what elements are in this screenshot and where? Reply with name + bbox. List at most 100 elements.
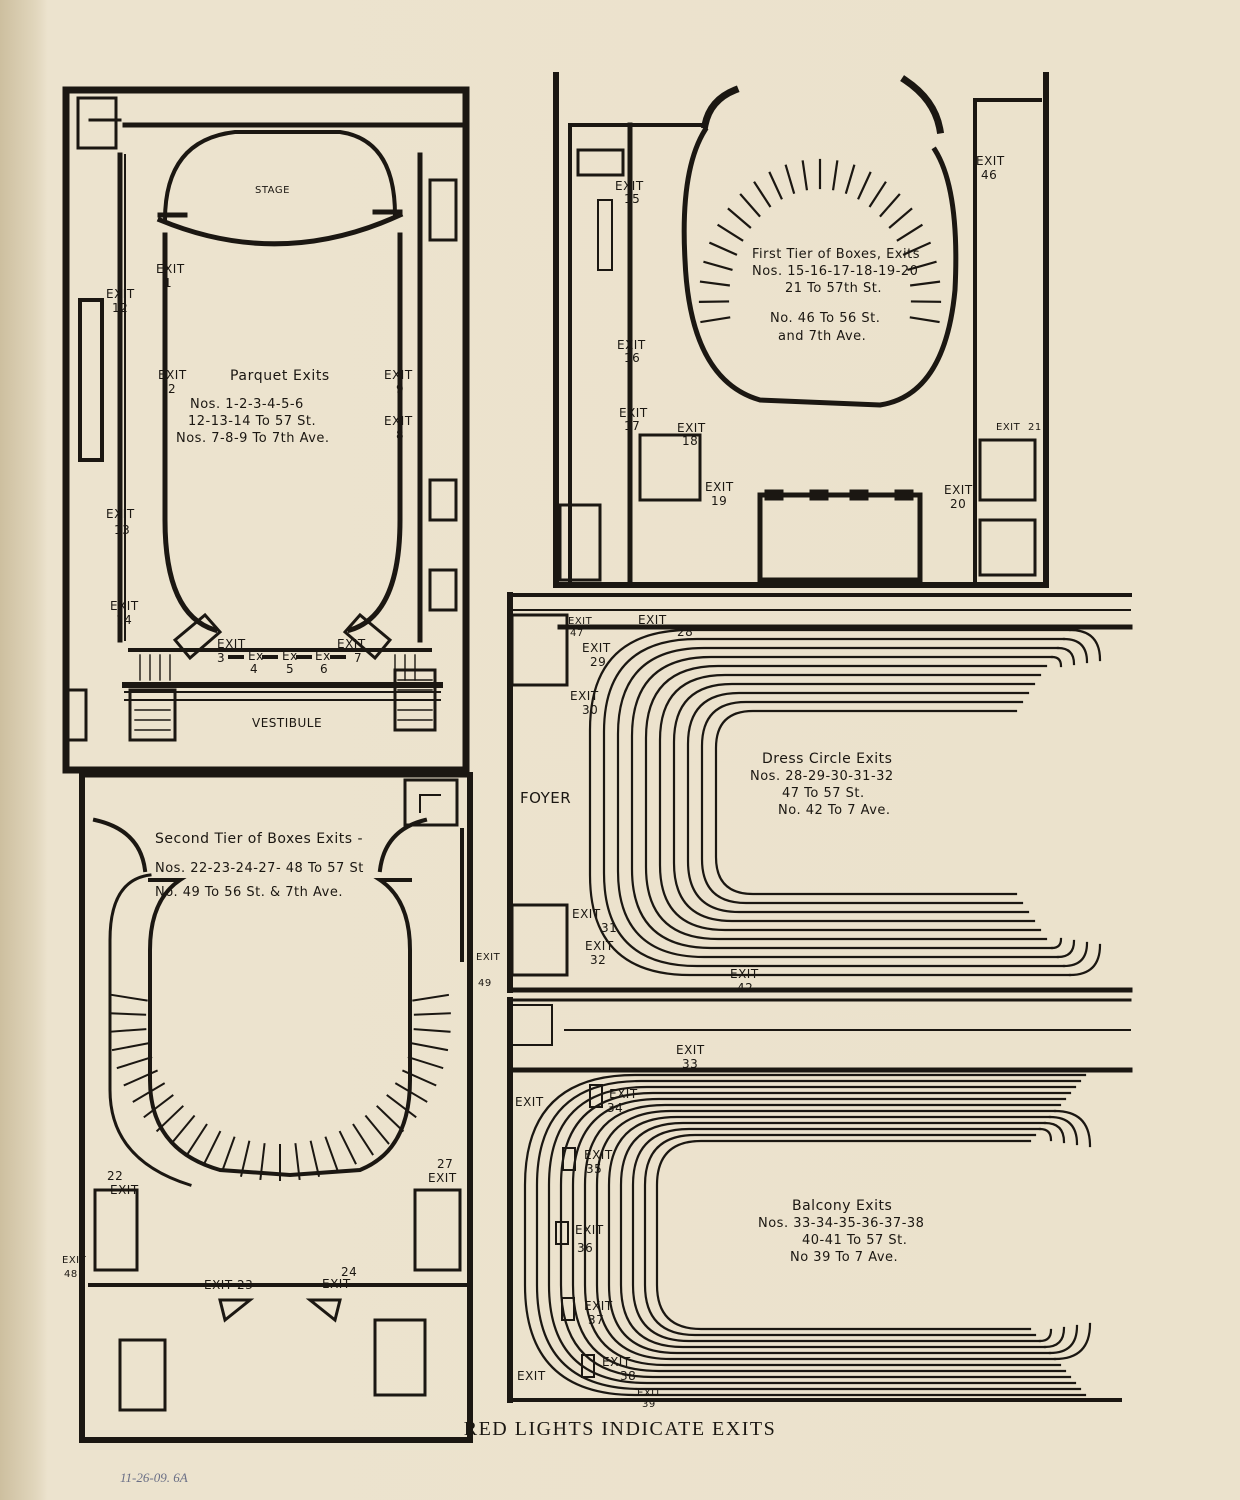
exit-label: EXIT 23 [204, 1278, 253, 1292]
seat-row [535, 1079, 1082, 1391]
exit-label: EXIT [570, 689, 599, 703]
box-partition [700, 316, 731, 324]
parquet-plan [62, 86, 470, 774]
first-tier-line-1: Nos. 15-16-17-18-19-20 [752, 264, 918, 279]
seat-row [523, 1073, 1087, 1397]
row-end [1056, 939, 1076, 959]
row-end [1062, 637, 1089, 664]
box-partition [109, 1012, 147, 1016]
exit-number: 1 [164, 276, 172, 290]
stage-label: STAGE [255, 185, 290, 196]
box-partition [352, 1123, 374, 1156]
box-partition [221, 1136, 236, 1172]
handwritten-date-note: 11-26-09. 6A [120, 1470, 188, 1485]
exit-number: 28 [677, 625, 693, 639]
second-tier-plan [79, 772, 473, 1443]
footer-caption: RED LIGHTS INDICATE EXITS [463, 1418, 777, 1440]
exit-number: 30 [582, 703, 598, 717]
exit-number: 3 [217, 651, 225, 665]
box-partition [186, 1123, 208, 1156]
balcony-plan [507, 997, 1133, 1403]
exit-label: EXIT [217, 637, 246, 651]
exit-label: EXIT [384, 414, 413, 428]
box-partition [801, 160, 809, 191]
exit-number: 35 [586, 1162, 602, 1176]
seat-row [655, 1139, 1032, 1331]
exit-label: Ex [282, 649, 298, 663]
exit-number: 6 [320, 662, 328, 676]
exit-label: EXIT [572, 907, 601, 921]
seat-row [630, 655, 1054, 950]
exit-number: 31 [601, 921, 617, 935]
box-partition [412, 993, 450, 1002]
exit-label: EXIT [615, 179, 644, 193]
parquet-line-3: Nos. 7-8-9 To 7th Ave. [176, 431, 330, 446]
box-partition [407, 1056, 444, 1070]
box-partition [413, 1028, 451, 1033]
exit-number: 29 [590, 655, 606, 669]
exit-label: EXIT [637, 1388, 662, 1399]
parquet-exit-labels: EXIT 1 EXIT 2 EXIT 9 EXIT 8 EXIT 12 EXIT… [106, 262, 413, 676]
box-partition [364, 1114, 390, 1145]
exit-label: EXIT [110, 599, 139, 613]
dress-circle-line-2: 47 To 57 St. [782, 786, 865, 801]
box-partition [753, 181, 772, 208]
exit-number: 21 [1028, 422, 1042, 433]
exit-label: EXIT [517, 1369, 546, 1383]
exit-number: 48 [64, 1269, 78, 1280]
box-partition [123, 1069, 158, 1087]
box-partition [699, 280, 731, 287]
seat-row [571, 1097, 1067, 1373]
exit-label: EXIT [156, 262, 185, 276]
row-end [1068, 628, 1102, 662]
seat-row [644, 664, 1048, 941]
exit-block [561, 1297, 575, 1321]
box-partition [155, 1105, 184, 1133]
exit-block [589, 1084, 603, 1108]
dress-circle-exit-labels: EXIT 47 EXIT 28 EXIT 29 EXIT 30 EXIT 31 … [568, 613, 759, 995]
dress-circle-title: Dress Circle Exits [762, 751, 892, 767]
exit-label: EXIT [609, 1087, 638, 1101]
exit-label: EXIT [62, 1255, 87, 1266]
box-partition [844, 164, 856, 194]
box-partition [309, 1140, 321, 1177]
foyer-label: FOYER [520, 789, 571, 807]
seat-row [616, 646, 1060, 959]
seat-row [547, 1085, 1077, 1385]
exit-number: 36 [577, 1241, 593, 1255]
exit-number: 39 [642, 1399, 656, 1410]
exit-label: EXIT [585, 939, 614, 953]
exit-label: EXIT [515, 1095, 544, 1109]
exit-number: 16 [624, 351, 640, 365]
box-partition [716, 223, 744, 242]
row-end [1056, 646, 1076, 666]
dress-circle-line-3: No. 42 To 7 Ave. [778, 803, 891, 818]
parquet-line-2: 12-13-14 To 57 St. [188, 414, 316, 429]
exit-number: 27 [437, 1157, 453, 1171]
exit-label: EXIT [384, 368, 413, 382]
first-tier-line-2: 21 To 57th St. [785, 281, 882, 296]
box-partition [831, 160, 839, 191]
balcony-title: Balcony Exits [792, 1198, 892, 1214]
box-partition [768, 171, 783, 200]
second-tier-title: Second Tier of Boxes Exits - [155, 831, 363, 847]
exit-label: EXIT [638, 613, 667, 627]
binding-gutter [0, 0, 48, 1500]
box-partition [338, 1130, 357, 1165]
dress-circle-line-1: Nos. 28-29-30-31-32 [750, 769, 894, 784]
second-tier-box-partitions [109, 993, 451, 1181]
box-partition [857, 171, 872, 200]
exit-label: EXIT [730, 967, 759, 981]
box-partition [402, 1069, 437, 1087]
row-end [1043, 1121, 1066, 1144]
box-partition [909, 316, 940, 324]
exit-label: EXIT [106, 287, 135, 301]
seat-row [631, 1127, 1042, 1343]
exit-label: EXIT [110, 1183, 139, 1197]
exit-number: 24 [341, 1265, 357, 1279]
parquet-title: Parquet Exits [230, 368, 330, 384]
balcony-line-2: 40-41 To 57 St. [802, 1233, 907, 1248]
seat-row [607, 1115, 1052, 1355]
first-tier-box-partitions [698, 158, 942, 324]
row-end [1043, 1326, 1066, 1349]
